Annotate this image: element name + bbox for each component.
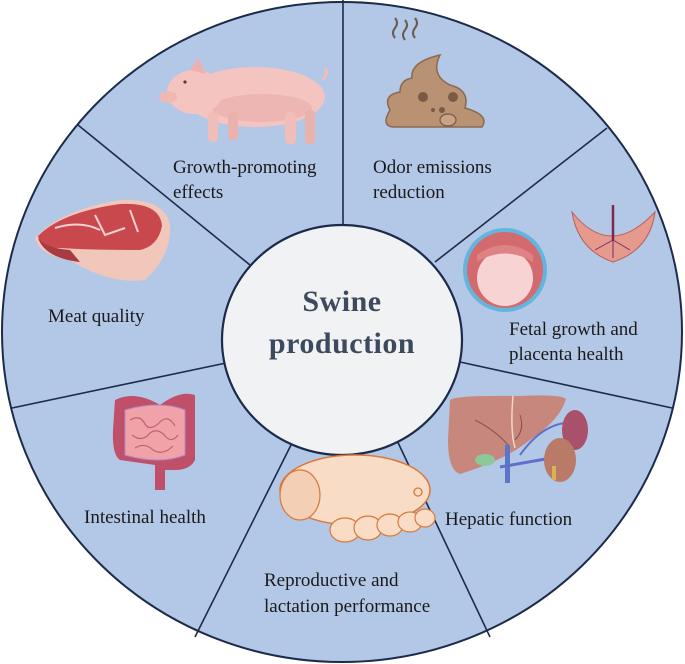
segment-label-line1: Growth-promoting [173, 157, 317, 178]
segment-label-line2: reduction [373, 182, 445, 203]
segment-label-line1: Intestinal health [84, 507, 206, 528]
segment-label-line2: placenta health [509, 344, 624, 365]
poop-icon [385, 17, 485, 128]
meat-steak-icon [35, 199, 171, 281]
segment-label-line1: Reproductive and [264, 570, 399, 591]
segment-label-line2: effects [173, 182, 224, 203]
segment-label-line1: Hepatic function [445, 509, 573, 530]
liver-kidney-icon [448, 395, 588, 483]
segment-label-line1: Meat quality [48, 306, 145, 327]
segment-label-line1: Fetal growth and [509, 319, 638, 340]
pig-icon [159, 58, 329, 144]
intestine-icon [112, 393, 195, 490]
divider-right-lower [459, 361, 673, 409]
segment-label-line1: Odor emissions [373, 157, 492, 178]
divider-left-lower [11, 362, 227, 409]
divider-upper-left [77, 124, 251, 266]
placenta-embryo-icon [463, 205, 656, 312]
segment-dividers [11, 0, 673, 638]
center-title-line2: production [268, 327, 416, 360]
center-title-line1: Swine [302, 285, 382, 318]
divider-upper-right [434, 127, 608, 263]
divider-bottom-left [194, 436, 296, 638]
sow-nursing-piglets-icon [279, 454, 436, 543]
segment-label-line2: lactation performance [264, 596, 431, 617]
